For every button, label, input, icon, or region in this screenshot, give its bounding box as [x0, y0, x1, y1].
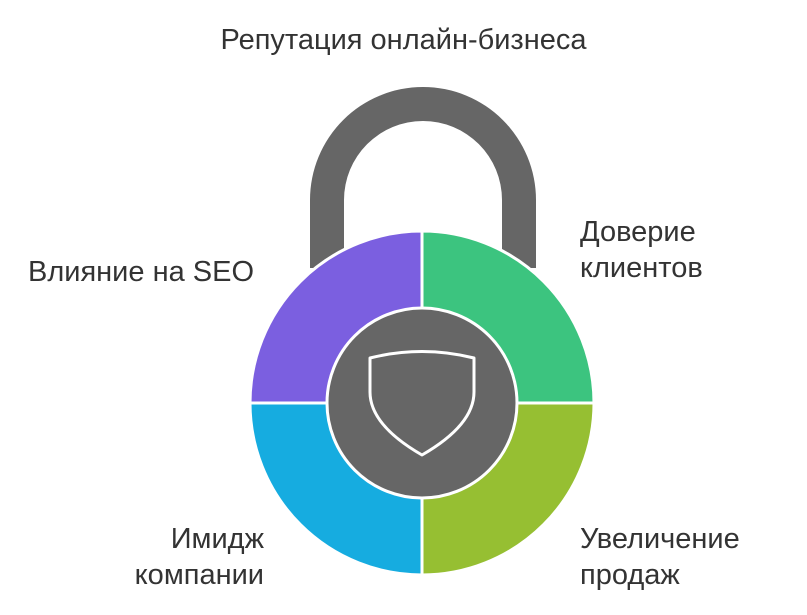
label-customer-trust: Доверие клиентов: [580, 214, 703, 286]
label-line: продаж: [580, 559, 680, 591]
lock-shackle: [310, 87, 536, 268]
label-line: Доверие: [580, 216, 696, 248]
diagram-title: Репутация онлайн-бизнеса: [220, 24, 587, 56]
shield-icon: [368, 350, 476, 457]
label-line: компании: [134, 559, 264, 591]
label-sales-increase: Увеличение продаж: [580, 521, 740, 593]
label-line: Влияние на SEO: [28, 256, 255, 288]
label-line: клиентов: [580, 252, 703, 284]
label-seo-influence: Влияние на SEO: [28, 254, 254, 290]
label-line: Увеличение: [580, 523, 740, 555]
label-line: Имидж: [170, 523, 264, 555]
label-company-image: Имидж компании: [135, 521, 264, 593]
lock-center: [325, 306, 519, 500]
